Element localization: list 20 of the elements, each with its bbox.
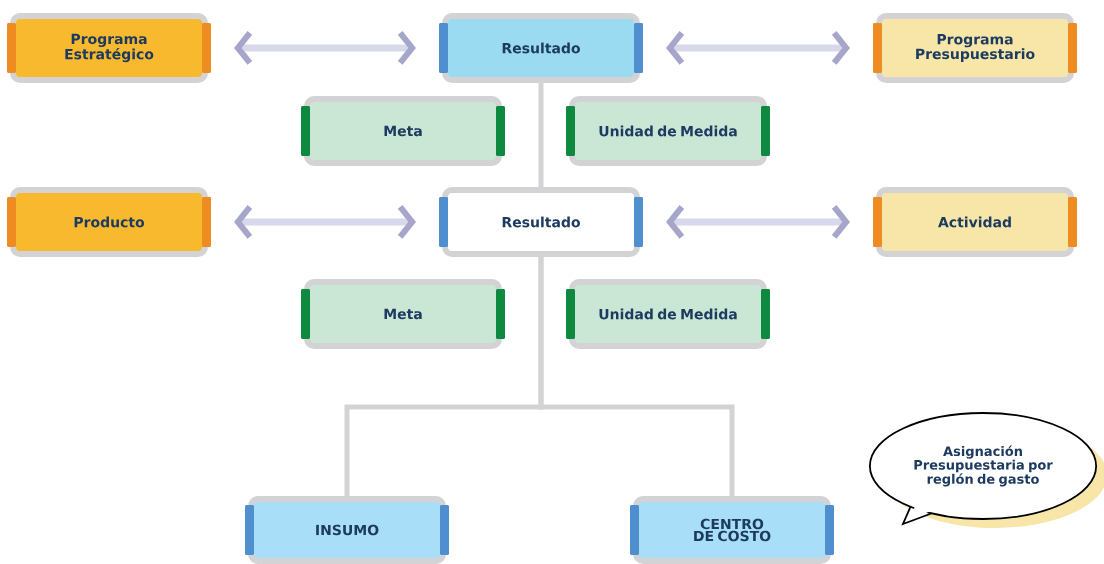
process-box: Resultado xyxy=(439,13,643,83)
double-arrow xyxy=(666,205,850,239)
process-box: Programa Estratégico xyxy=(7,13,211,83)
process-box: CENTRO DE COSTO xyxy=(630,496,834,564)
process-box: Unidad de Medida xyxy=(566,96,770,166)
double-arrow xyxy=(234,31,416,65)
process-box: Meta xyxy=(301,96,505,166)
process-box: Actividad xyxy=(873,187,1077,257)
node-label: Asignación Presupuestaria por reglón de gasto xyxy=(914,445,1053,487)
connector-line xyxy=(538,83,544,187)
double-arrow xyxy=(234,205,416,239)
process-box: Unidad de Medida xyxy=(566,279,770,349)
double-arrow xyxy=(666,31,850,65)
process-box: Producto xyxy=(7,187,211,257)
process-box: Programa Presupuestario xyxy=(873,13,1077,83)
process-box: Resultado xyxy=(439,187,643,257)
process-box: INSUMO xyxy=(245,496,449,564)
speech-bubble: Asignación Presupuestaria por reglón de gasto xyxy=(868,412,1104,528)
connector-line xyxy=(538,257,735,496)
process-box: Meta xyxy=(301,279,505,349)
